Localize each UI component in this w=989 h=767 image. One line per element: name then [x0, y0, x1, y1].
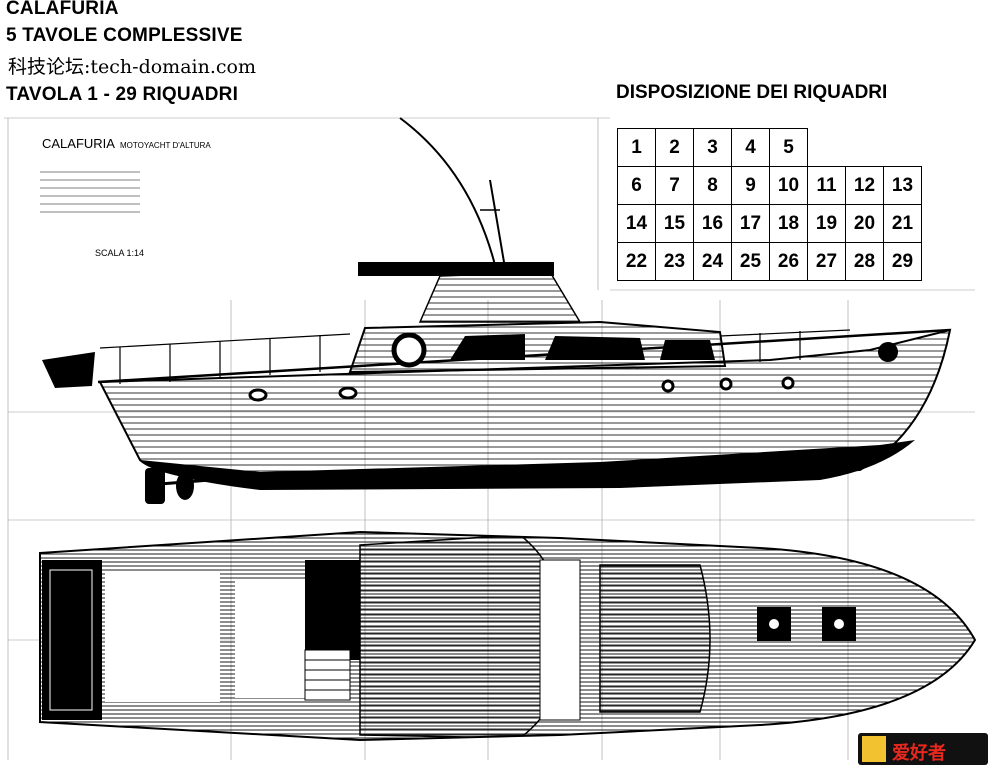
tile-cell: 14	[617, 204, 656, 243]
tile-cell: 24	[693, 242, 732, 281]
logo-text: 爱好者	[892, 743, 946, 764]
bow-winch	[878, 342, 898, 362]
tile-cell: 17	[731, 204, 770, 243]
railings	[99, 329, 851, 384]
tile-cell: 11	[807, 166, 846, 205]
layout-panel-title: DISPOSIZIONE DEI RIQUADRI	[616, 82, 888, 103]
grid-row: 22 23 24 25 26 27 28 29	[617, 242, 922, 281]
tile-cell: 1	[617, 128, 656, 167]
tile-cell: 29	[883, 242, 922, 281]
plan-view	[39, 530, 977, 742]
propeller	[145, 468, 236, 504]
logo-mark-icon	[862, 736, 886, 762]
tile-cell: 28	[845, 242, 884, 281]
plan-title: CALAFURIA	[42, 136, 115, 151]
title-calafuria: CALAFURIA	[6, 0, 119, 19]
flybridge	[418, 271, 582, 323]
tile-cell: 23	[655, 242, 694, 281]
tile-cell: 12	[845, 166, 884, 205]
tile-layout-grid: 1 2 3 4 5 6 7 8 9 10 11 12 13 14 15 16 1…	[617, 128, 922, 281]
tile-cell: 18	[769, 204, 808, 243]
plan-title-block: CALAFURIA MOTOYACHT D'ALTURA SCALA 1:14	[40, 136, 211, 258]
grid-row: 6 7 8 9 10 11 12 13	[617, 166, 922, 205]
tile-cell: 22	[617, 242, 656, 281]
grid-row: 14 15 16 17 18 19 20 21	[617, 204, 922, 243]
portholes	[248, 376, 795, 402]
plan-scale: SCALA 1:14	[95, 248, 144, 258]
subtitle-tavola-1: TAVOLA 1 - 29 RIQUADRI	[6, 84, 239, 105]
hull-bottom	[140, 440, 915, 490]
tile-cell: 5	[769, 128, 808, 167]
tile-cell: 13	[883, 166, 922, 205]
cabin-windows	[450, 334, 715, 360]
side-elevation	[42, 262, 952, 504]
site-logo: 爱好者	[858, 733, 988, 765]
grid-row: 1 2 3 4 5	[617, 128, 922, 167]
watermark-text: 科技论坛:tech-domain.com	[8, 56, 256, 78]
subtitle-tavole: 5 TAVOLE COMPLESSIVE	[6, 25, 243, 46]
boat-drawing: CALAFURIA MOTOYACHT D'ALTURA SCALA 1:14	[4, 117, 977, 760]
tile-cell: 19	[807, 204, 846, 243]
tile-cell: 10	[769, 166, 808, 205]
plan-subtitle: MOTOYACHT D'ALTURA	[120, 141, 211, 150]
mast	[399, 117, 506, 269]
tender	[42, 352, 95, 388]
tile-cell: 16	[693, 204, 732, 243]
tile-cell: 6	[617, 166, 656, 205]
tile-cell: 27	[807, 242, 846, 281]
life-ring	[391, 332, 427, 368]
flybridge-roof	[358, 262, 554, 276]
